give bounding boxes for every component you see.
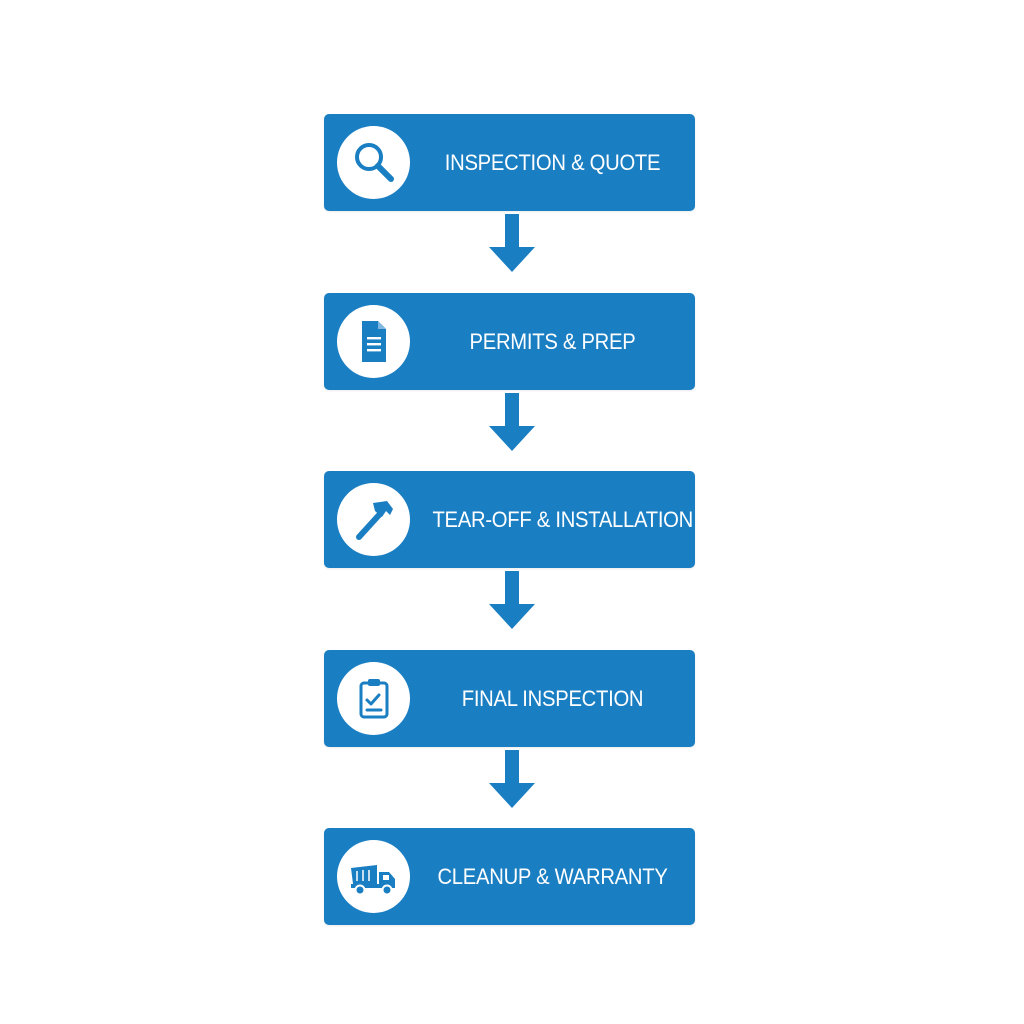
document-icon: [337, 305, 410, 378]
step-label: TEAR-OFF & INSTALLATION: [432, 507, 694, 532]
step-label: INSPECTION & QUOTE: [444, 150, 661, 175]
step-inspection-quote: INSPECTION & QUOTE: [324, 114, 695, 211]
clipboard-check-icon: [337, 662, 410, 735]
step-tear-off-installation: TEAR-OFF & INSTALLATION: [324, 471, 695, 568]
step-permits-prep: PERMITS & PREP: [324, 293, 695, 390]
step-label: PERMITS & PREP: [469, 329, 636, 354]
step-label: FINAL INSPECTION: [461, 686, 644, 711]
dump-truck-icon: [337, 840, 410, 913]
down-arrow-icon: [488, 571, 536, 629]
step-label: CLEANUP & WARRANTY: [437, 864, 668, 889]
hammer-icon: [337, 483, 410, 556]
down-arrow-icon: [488, 393, 536, 451]
magnifying-glass-icon: [337, 126, 410, 199]
step-final-inspection: FINAL INSPECTION: [324, 650, 695, 747]
down-arrow-icon: [488, 214, 536, 272]
down-arrow-icon: [488, 750, 536, 808]
step-cleanup-warranty: CLEANUP & WARRANTY: [324, 828, 695, 925]
